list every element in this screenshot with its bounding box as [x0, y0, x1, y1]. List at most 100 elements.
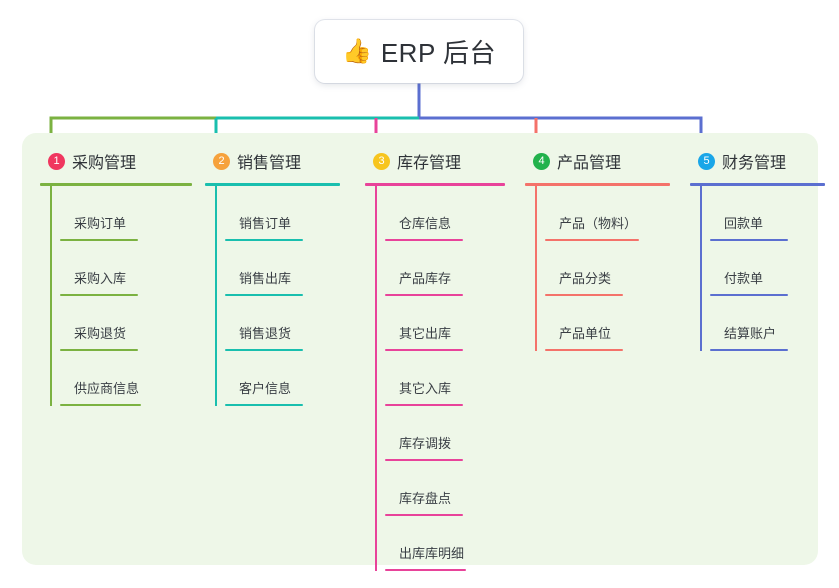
leaf-list-purchasing: 采购订单采购入库采购退货供应商信息: [40, 186, 192, 406]
leaf-label: 出库库明细: [399, 546, 465, 561]
leaf-node[interactable]: 仓库信息: [385, 186, 505, 241]
leaf-underline: [385, 569, 466, 571]
leaf-label: 采购退货: [74, 326, 127, 341]
leaf-label: 采购订单: [74, 216, 127, 231]
leaf-spine-purchasing: [50, 186, 52, 406]
leaf-label: 其它入库: [399, 381, 452, 396]
leaf-list-product: 产品（物料） 产品分类产品单位: [525, 186, 670, 351]
leaf-node[interactable]: 销售退货: [225, 296, 340, 351]
root-node[interactable]: 👍 ERP 后台: [315, 20, 523, 83]
leaf-node[interactable]: 销售订单: [225, 186, 340, 241]
leaf-underline: [545, 349, 623, 351]
branch-column-purchasing: 1 采购管理采购订单采购入库采购退货供应商信息: [40, 146, 192, 406]
leaf-label: 供应商信息: [74, 381, 140, 396]
leaf-node[interactable]: 采购订单: [60, 186, 192, 241]
branch-underline-product: [525, 183, 670, 186]
leaf-label: 销售出库: [239, 271, 292, 286]
leaf-label: 产品库存: [399, 271, 452, 286]
leaf-underline: [385, 349, 463, 351]
branch-header-sales[interactable]: 2 销售管理: [205, 146, 340, 186]
leaf-underline: [385, 404, 463, 406]
branch-title-product: 产品管理: [557, 155, 622, 172]
branch-column-product: 4 产品管理产品（物料） 产品分类产品单位: [525, 146, 670, 351]
leaf-underline: [60, 349, 138, 351]
branch-number-badge-inventory: 3: [373, 152, 390, 170]
leaf-node[interactable]: 产品库存: [385, 241, 505, 296]
branch-header-product[interactable]: 4 产品管理: [525, 146, 670, 186]
leaf-label: 仓库信息: [399, 216, 452, 231]
leaf-label: 产品分类: [559, 271, 612, 286]
branch-header-inventory[interactable]: 3 库存管理: [365, 146, 505, 186]
leaf-node[interactable]: 付款单: [710, 241, 825, 296]
branch-underline-sales: [205, 183, 340, 186]
leaf-spine-product: [535, 186, 537, 351]
leaf-node[interactable]: 产品（物料）: [545, 186, 670, 241]
leaf-underline: [60, 239, 138, 241]
leaf-underline: [385, 514, 463, 516]
leaf-label: 产品单位: [559, 326, 612, 341]
leaf-label: 销售退货: [239, 326, 292, 341]
branch-title-inventory: 库存管理: [397, 155, 462, 172]
branch-underline-purchasing: [40, 183, 192, 186]
leaf-label: 采购入库: [74, 271, 127, 286]
leaf-underline: [710, 349, 788, 351]
branch-header-purchasing[interactable]: 1 采购管理: [40, 146, 192, 186]
branch-column-sales: 2 销售管理销售订单销售出库销售退货客户信息: [205, 146, 340, 406]
leaf-underline: [545, 239, 639, 241]
leaf-node[interactable]: 产品分类: [545, 241, 670, 296]
leaf-node[interactable]: 采购退货: [60, 296, 192, 351]
branch-underline-inventory: [365, 183, 505, 186]
leaf-underline: [60, 294, 138, 296]
leaf-label: 库存调拨: [399, 436, 452, 451]
leaf-node[interactable]: 产品单位: [545, 296, 670, 351]
branch-number-badge-product: 4: [533, 152, 550, 170]
leaf-node[interactable]: 其它入库: [385, 351, 505, 406]
leaf-underline: [225, 294, 303, 296]
leaf-list-finance: 回款单付款单结算账户: [690, 186, 825, 351]
leaf-list-inventory: 仓库信息产品库存其它出库其它入库库存调拨库存盘点出库库明细: [365, 186, 505, 571]
branch-number-badge-purchasing: 1: [48, 152, 65, 170]
leaf-node[interactable]: 结算账户: [710, 296, 825, 351]
leaf-label: 客户信息: [239, 381, 292, 396]
leaf-underline: [60, 404, 141, 406]
leaf-label: 产品（物料）: [559, 216, 638, 231]
branch-underline-finance: [690, 183, 825, 186]
leaf-underline: [385, 294, 463, 296]
leaf-underline: [385, 239, 463, 241]
branch-number-badge-sales: 2: [213, 152, 230, 170]
leaf-underline: [710, 239, 788, 241]
leaf-label: 付款单: [724, 271, 764, 286]
thumbs-up-icon: 👍: [341, 37, 372, 65]
leaf-underline: [225, 404, 303, 406]
leaf-label: 库存盘点: [399, 491, 452, 506]
leaf-underline: [225, 349, 303, 351]
branch-number-badge-finance: 5: [698, 152, 715, 170]
leaf-node[interactable]: 采购入库: [60, 241, 192, 296]
leaf-node[interactable]: 其它出库: [385, 296, 505, 351]
leaf-label: 回款单: [724, 216, 764, 231]
leaf-underline: [385, 459, 463, 461]
branch-column-inventory: 3 库存管理仓库信息产品库存其它出库其它入库库存调拨库存盘点出库库明细: [365, 146, 505, 571]
leaf-underline: [545, 294, 623, 296]
leaf-node[interactable]: 出库库明细: [385, 516, 505, 571]
branch-title-purchasing: 采购管理: [72, 155, 137, 172]
leaf-label: 其它出库: [399, 326, 452, 341]
leaf-spine-finance: [700, 186, 702, 351]
leaf-node[interactable]: 客户信息: [225, 351, 340, 406]
leaf-node[interactable]: 库存调拨: [385, 406, 505, 461]
root-title: ERP 后台: [380, 38, 497, 68]
branch-title-finance: 财务管理: [722, 155, 787, 172]
leaf-list-sales: 销售订单销售出库销售退货客户信息: [205, 186, 340, 406]
leaf-node[interactable]: 库存盘点: [385, 461, 505, 516]
leaf-underline: [710, 294, 788, 296]
leaf-spine-sales: [215, 186, 217, 406]
leaf-label: 结算账户: [724, 326, 777, 341]
leaf-underline: [225, 239, 303, 241]
leaf-node[interactable]: 销售出库: [225, 241, 340, 296]
leaf-spine-inventory: [375, 186, 377, 571]
branch-header-finance[interactable]: 5 财务管理: [690, 146, 825, 186]
branch-column-finance: 5 财务管理回款单付款单结算账户: [690, 146, 825, 351]
leaf-node[interactable]: 供应商信息: [60, 351, 192, 406]
branch-title-sales: 销售管理: [237, 155, 302, 172]
leaf-node[interactable]: 回款单: [710, 186, 825, 241]
